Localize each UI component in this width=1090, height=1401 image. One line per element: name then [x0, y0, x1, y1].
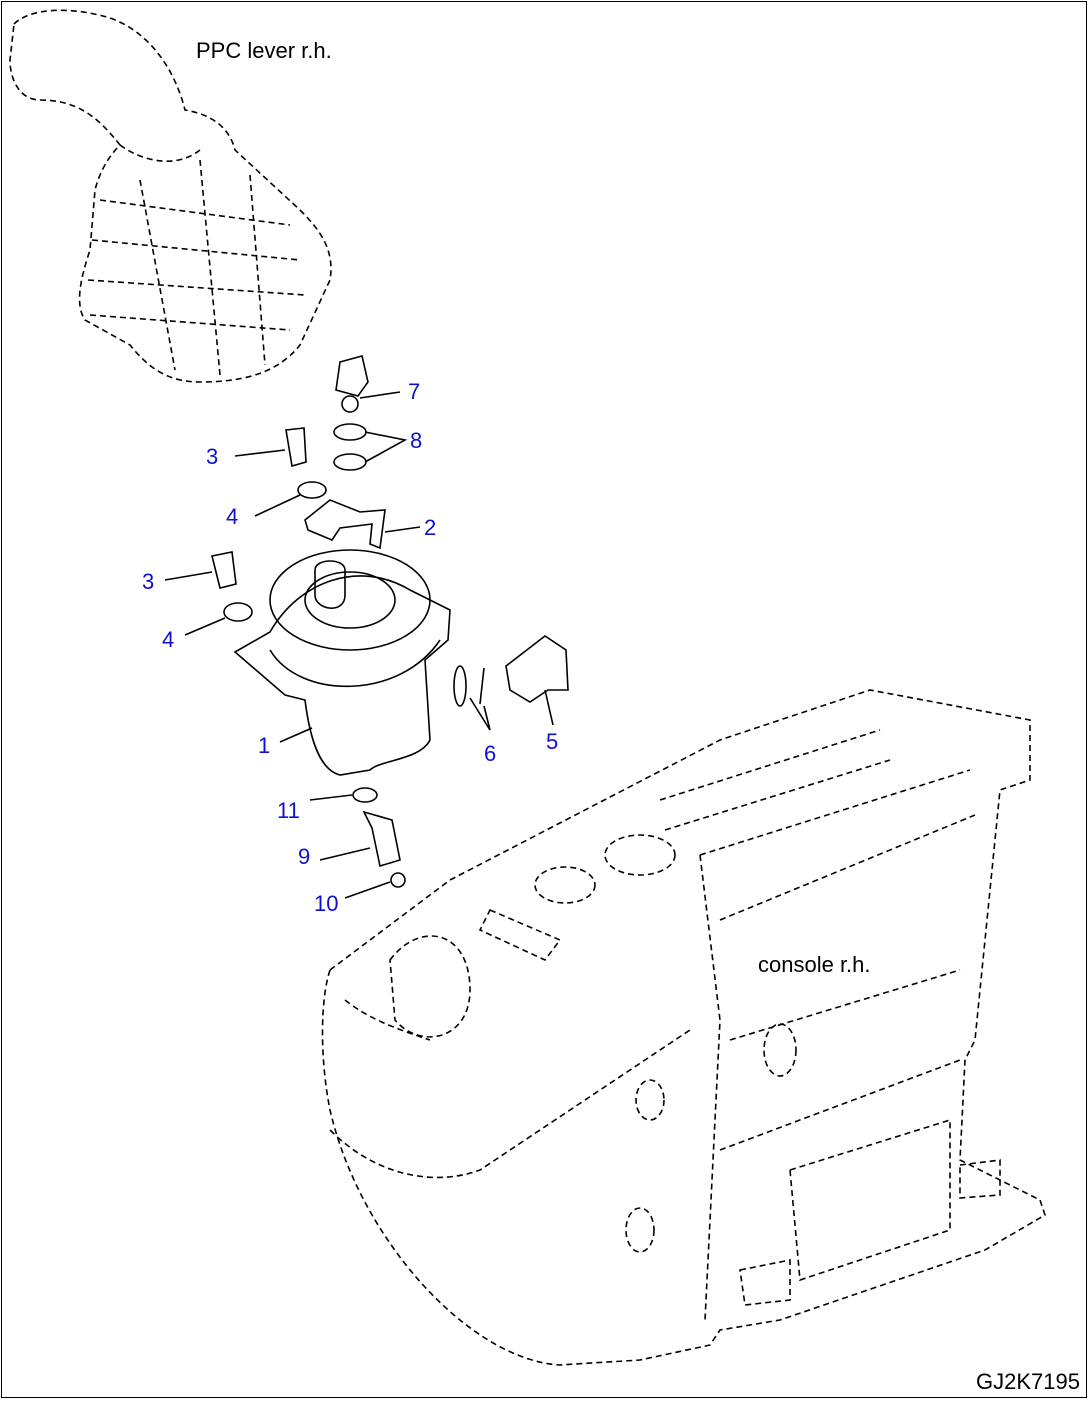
leader-lines [164, 391, 554, 899]
callout-6: 6 [484, 741, 497, 766]
ppc-lever-label: PPC lever r.h. [196, 38, 332, 63]
callout-2: 2 [424, 515, 437, 540]
drawing-code: GJ2K7195 [976, 1369, 1080, 1394]
console-label: console r.h. [758, 952, 871, 977]
callout-3-upper: 3 [206, 444, 219, 469]
callout-8: 8 [410, 428, 423, 453]
callout-10: 10 [314, 891, 339, 916]
callout-9: 9 [298, 844, 311, 869]
callout-4-lower: 4 [162, 627, 175, 652]
callout-4-upper: 4 [226, 504, 239, 529]
console-drawing [321, 689, 1046, 1366]
callout-3-lower: 3 [142, 569, 155, 594]
callout-1: 1 [258, 733, 271, 758]
valve-body-drawing [211, 355, 569, 888]
callout-5: 5 [546, 729, 559, 754]
callout-7: 7 [408, 379, 421, 404]
callout-11: 11 [277, 798, 300, 823]
ppc-lever-drawing [9, 9, 332, 383]
